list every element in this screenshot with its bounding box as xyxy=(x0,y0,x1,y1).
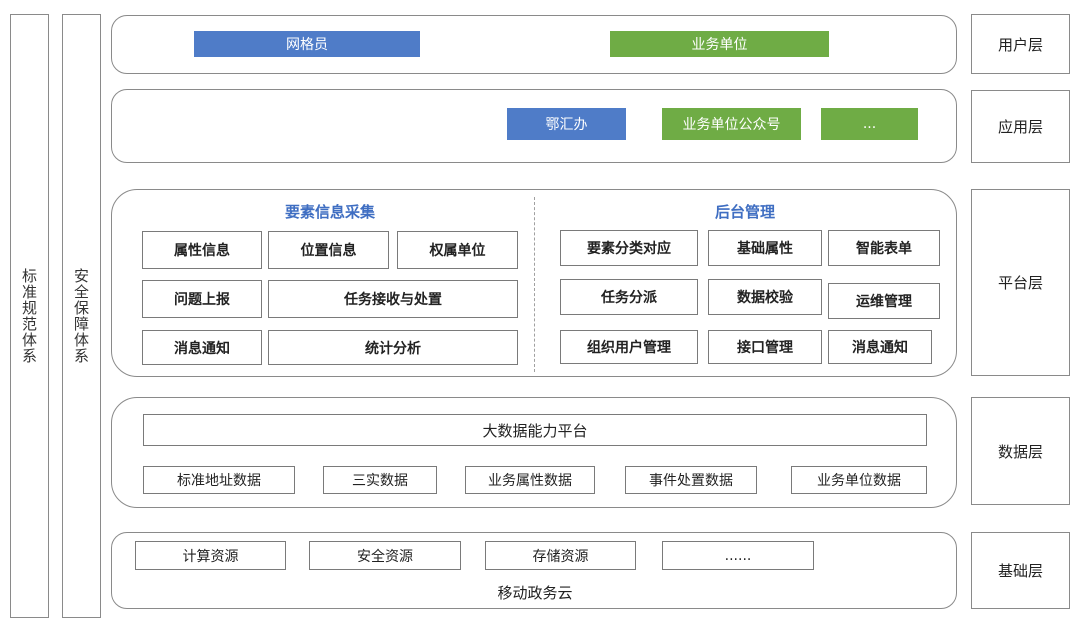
data-layer-label: 数据层 xyxy=(971,397,1070,505)
data-item-event: 事件处置数据 xyxy=(625,466,757,494)
location-info-box: 位置信息 xyxy=(268,231,389,269)
attr-info-box: 属性信息 xyxy=(142,231,262,269)
standards-system-label: 标准规范体系 xyxy=(20,268,38,364)
platform-layer-label: 平台层 xyxy=(971,189,1070,376)
owner-unit-box: 权属单位 xyxy=(397,231,518,269)
compute-resource-box: 计算资源 xyxy=(135,541,286,570)
statistics-box: 统计分析 xyxy=(268,330,518,365)
data-item-business-attr: 业务属性数据 xyxy=(465,466,595,494)
user-layer-label: 用户层 xyxy=(971,14,1070,74)
element-mapping-box: 要素分类对应 xyxy=(560,230,698,266)
basic-attr-box: 基础属性 xyxy=(708,230,822,266)
storage-resource-box: 存储资源 xyxy=(485,541,636,570)
business-unit-box: 业务单位 xyxy=(610,31,829,57)
data-check-box: 数据校验 xyxy=(708,279,822,315)
security-system-label: 安全保障体系 xyxy=(72,268,90,364)
data-item-address: 标准地址数据 xyxy=(143,466,295,494)
ehuiban-app-box: 鄂汇办 xyxy=(507,108,626,140)
task-receive-box: 任务接收与处置 xyxy=(268,280,518,318)
official-account-box: 业务单位公众号 xyxy=(662,108,801,140)
backend-message-box: 消息通知 xyxy=(828,330,932,364)
data-item-business-unit: 业务单位数据 xyxy=(791,466,927,494)
security-system-bar: 安全保障体系 xyxy=(62,14,101,618)
collection-section-title: 要素信息采集 xyxy=(284,202,375,221)
standards-system-bar: 标准规范体系 xyxy=(10,14,49,618)
grid-member-box: 网格员 xyxy=(194,31,420,57)
ops-mgmt-box: 运维管理 xyxy=(828,283,940,319)
collection-message-box: 消息通知 xyxy=(142,330,262,365)
data-item-sanshi: 三实数据 xyxy=(323,466,437,494)
security-resource-box: 安全资源 xyxy=(309,541,461,570)
api-mgmt-box: 接口管理 xyxy=(708,330,822,364)
org-user-box: 组织用户管理 xyxy=(560,330,698,364)
issue-report-box: 问题上报 xyxy=(142,280,262,318)
more-apps-box: ... xyxy=(821,108,918,140)
application-layer-label: 应用层 xyxy=(971,90,1070,163)
platform-divider xyxy=(534,197,535,372)
base-layer-label: 基础层 xyxy=(971,532,1070,609)
mobile-gov-cloud-label: 移动政务云 xyxy=(497,583,573,602)
more-resource-box: ...... xyxy=(662,541,814,570)
backend-section-title: 后台管理 xyxy=(714,202,775,221)
smart-form-box: 智能表单 xyxy=(828,230,940,266)
task-dispatch-box: 任务分派 xyxy=(560,279,698,315)
bigdata-platform-box: 大数据能力平台 xyxy=(143,414,927,446)
